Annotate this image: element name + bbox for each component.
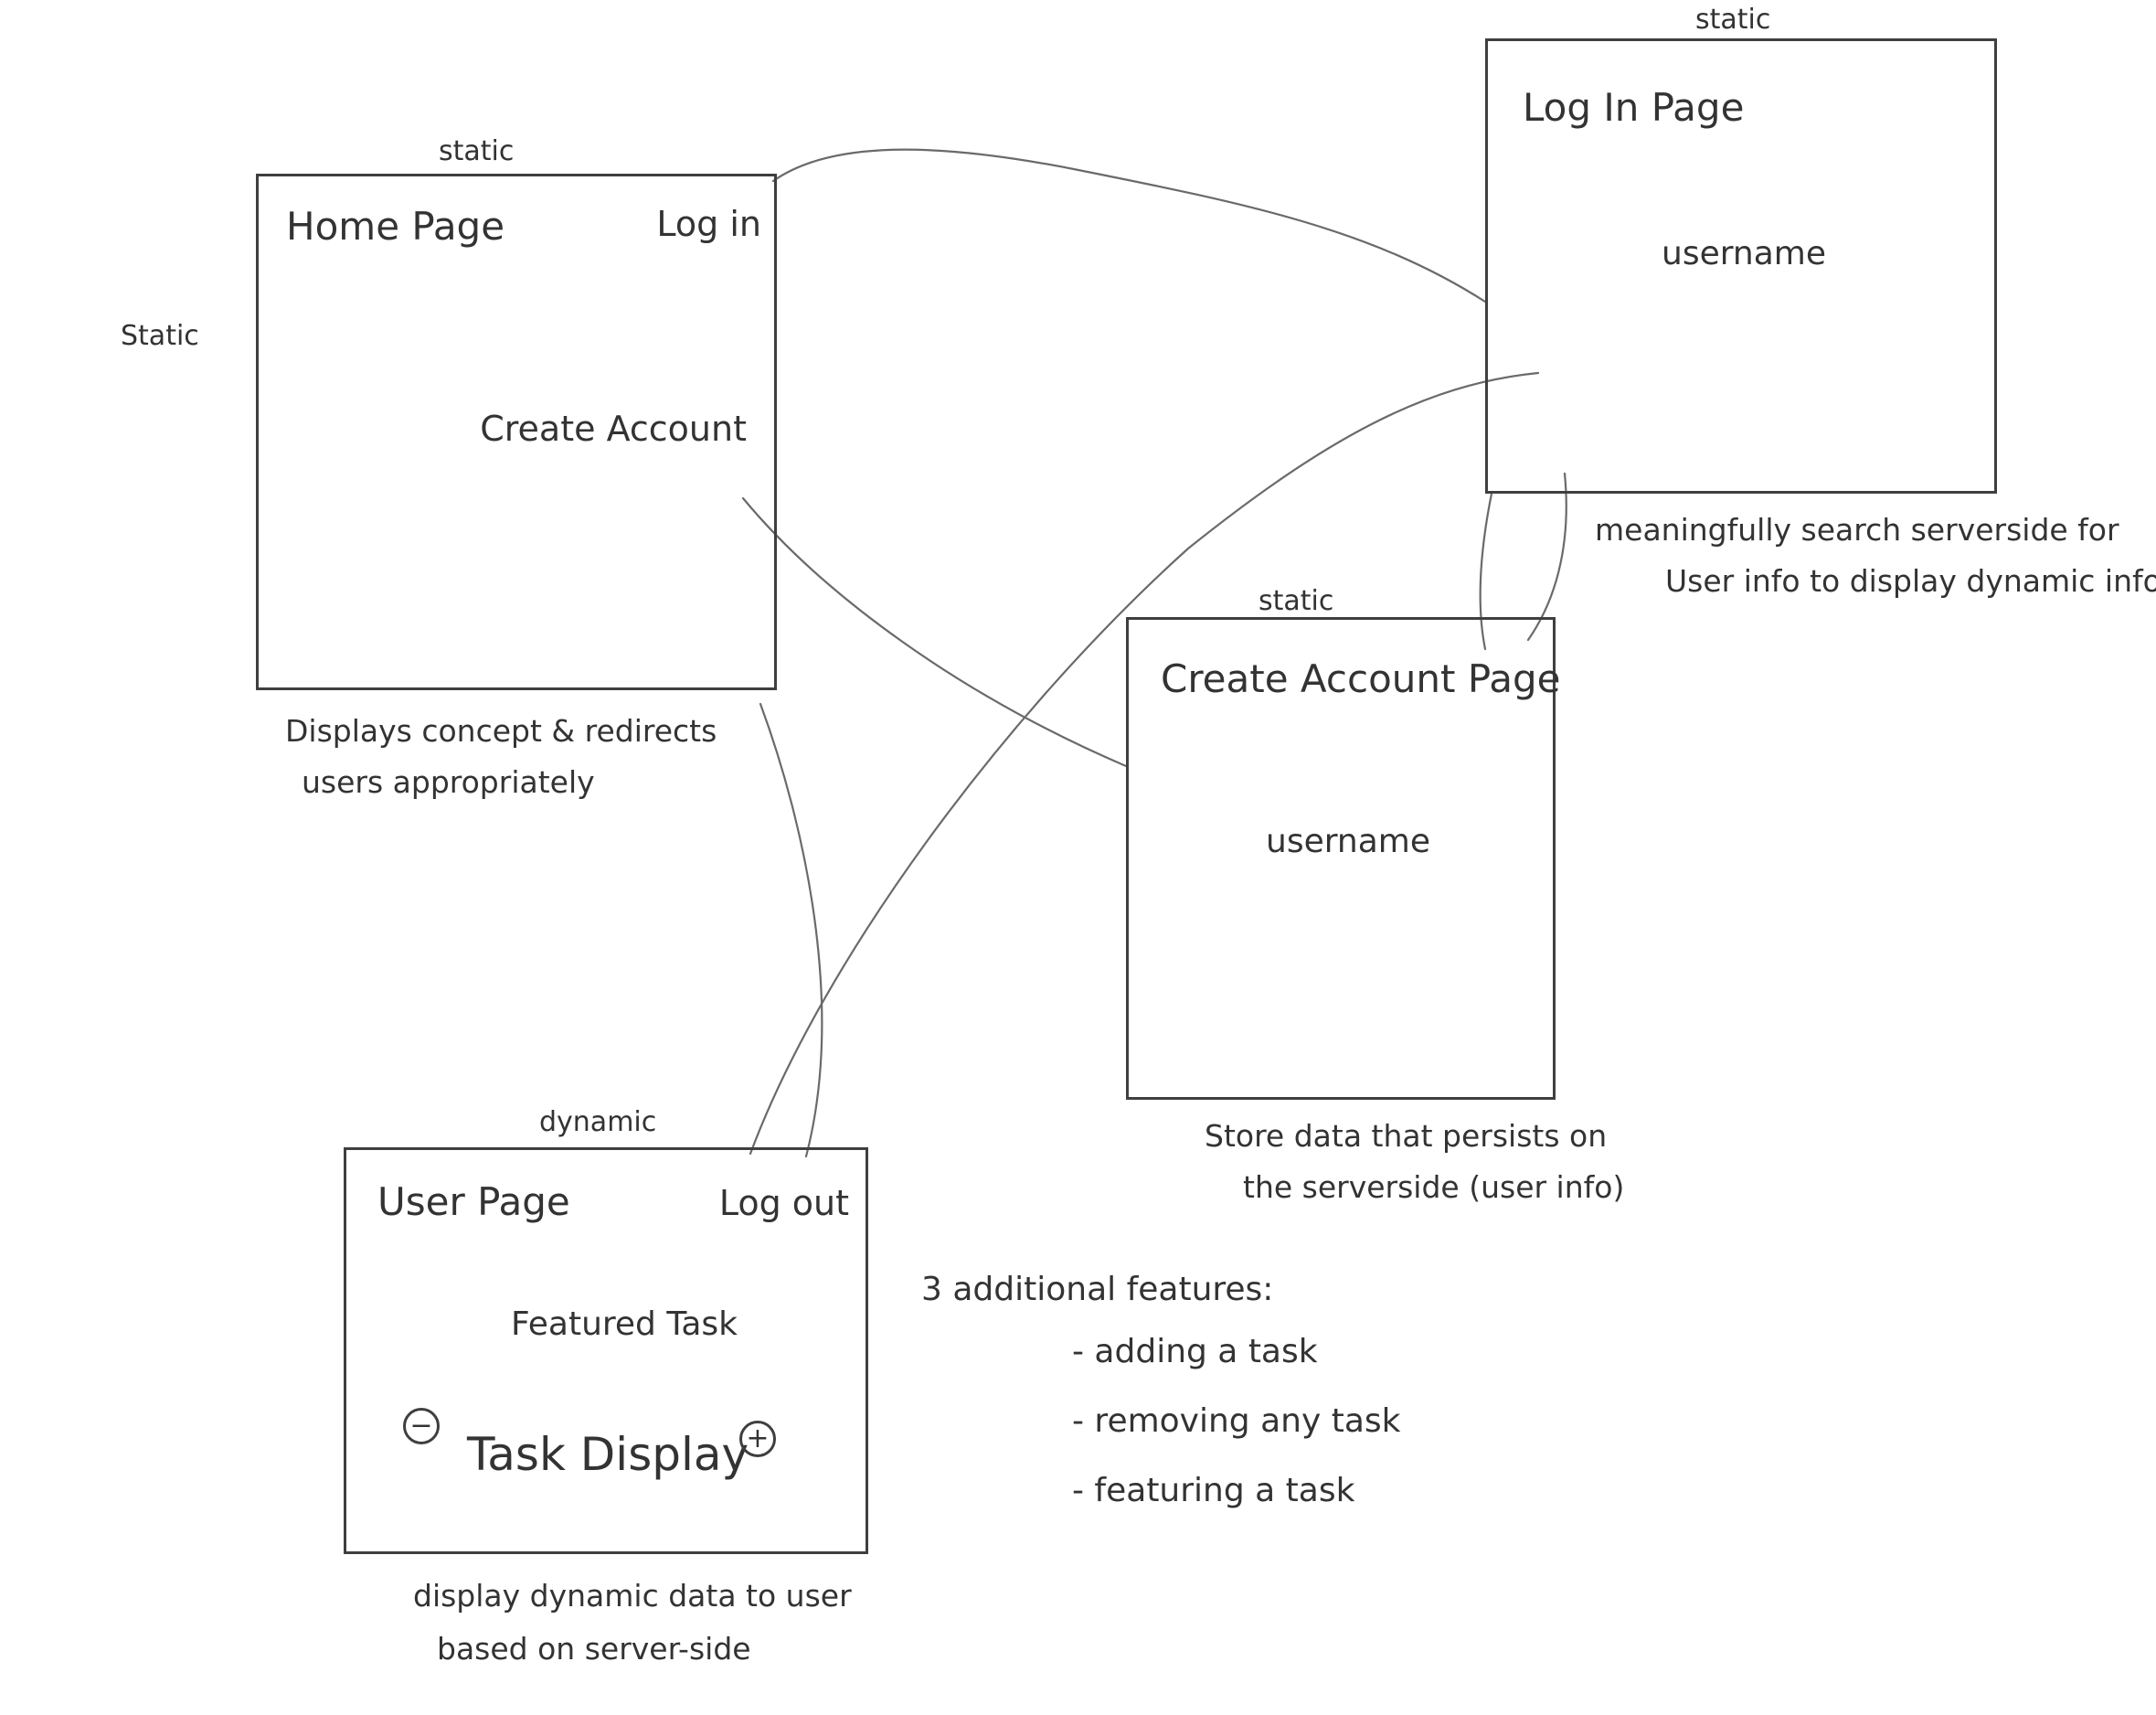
- home-page-box: Home Page Log in Create Account: [256, 174, 777, 690]
- user-page-title: User Page: [377, 1179, 570, 1224]
- connector-home-to-user: [759, 702, 823, 1158]
- connector-login-to-create: [1479, 492, 1493, 651]
- minus-icon: −: [409, 1410, 433, 1442]
- user-page-note-line1: display dynamic data to user: [413, 1578, 852, 1614]
- login-page-note-line1: meaningfully search serverside for: [1595, 512, 2119, 548]
- additional-features: 3 additional features: - adding a task -…: [921, 1271, 1401, 1526]
- login-page-title: Log In Page: [1523, 85, 1745, 130]
- home-page-title: Home Page: [286, 204, 505, 249]
- remove-task-button[interactable]: −: [403, 1408, 440, 1444]
- connector-home-to-login: [771, 148, 1487, 304]
- home-page-note-line2: users appropriately: [302, 764, 595, 800]
- user-logout-link[interactable]: Log out: [718, 1183, 849, 1223]
- login-page-box: Log In Page username: [1485, 38, 1997, 494]
- create-page-note-line2: the serverside (user info): [1243, 1169, 1625, 1205]
- feature-item: - removing any task: [1072, 1402, 1401, 1440]
- home-page-note-line1: Displays concept & redirects: [285, 713, 717, 749]
- home-login-link[interactable]: Log in: [656, 204, 761, 244]
- login-username-field[interactable]: username: [1662, 235, 1826, 272]
- add-task-button[interactable]: +: [739, 1421, 776, 1457]
- user-page-box: User Page Log out Featured Task − Task D…: [344, 1147, 868, 1554]
- user-page-note-line2: based on server-side: [437, 1631, 751, 1667]
- login-page-note-line2: User info to display dynamic info: [1665, 563, 2156, 599]
- create-page-tag: static: [1259, 585, 1334, 617]
- feature-item: - featuring a task: [1072, 1472, 1355, 1509]
- task-display: Task Display: [467, 1428, 749, 1481]
- create-username-field[interactable]: username: [1266, 823, 1430, 860]
- connector-login-to-create-2: [1526, 472, 1567, 642]
- featured-task[interactable]: Featured Task: [511, 1305, 738, 1343]
- create-page-note-line1: Store data that persists on: [1205, 1118, 1608, 1154]
- side-static-tag: Static: [121, 320, 199, 352]
- features-list: - adding a task - removing any task - fe…: [921, 1317, 1401, 1526]
- home-create-account-link[interactable]: Create Account: [480, 409, 747, 449]
- create-page-title: Create Account Page: [1161, 656, 1561, 701]
- user-page-tag: dynamic: [539, 1106, 657, 1138]
- login-page-tag: static: [1695, 4, 1771, 36]
- home-page-tag: static: [439, 135, 515, 167]
- features-heading: 3 additional features:: [921, 1271, 1274, 1308]
- connector-home-to-create: [741, 496, 1128, 768]
- feature-item: - adding a task: [1072, 1333, 1318, 1370]
- create-account-page-box: Create Account Page username: [1126, 617, 1561, 1100]
- plus-icon: +: [746, 1422, 770, 1454]
- connector-user-to-login: [749, 371, 1540, 1156]
